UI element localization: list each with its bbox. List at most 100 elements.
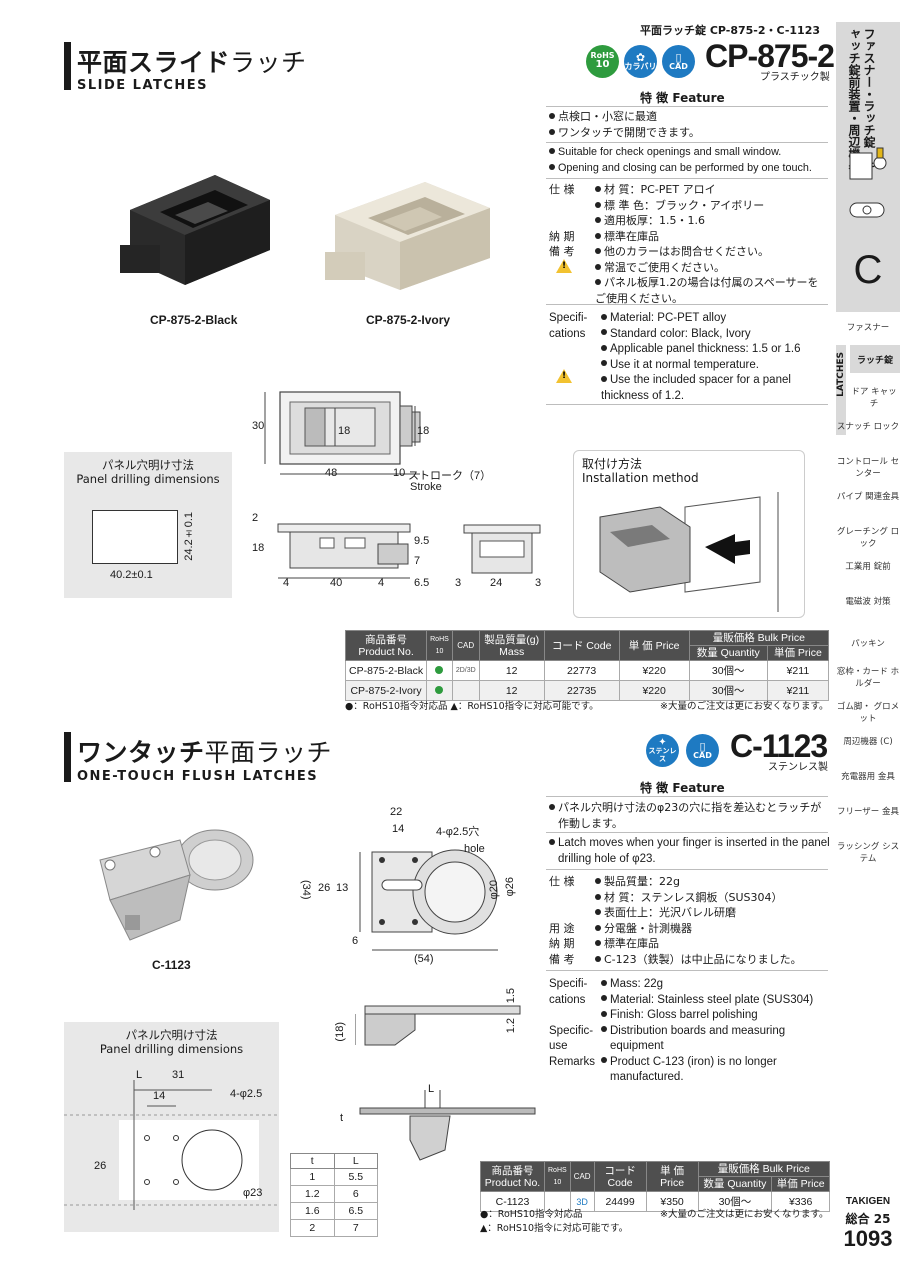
dim-stroke-jp: ストローク（7）	[408, 470, 492, 482]
section1-title-light: ラッチ	[230, 48, 307, 77]
th-unit-price-2: 単価 Price	[771, 1176, 830, 1192]
th-quantity: 数量 Quantity	[688, 645, 768, 661]
cad-badge-2: ▯CAD	[686, 734, 719, 767]
photo-caption-c1123: C-1123	[152, 958, 191, 972]
section1-title-bold: 平面スライド	[77, 48, 231, 77]
karabari-badge: ✿カラバリ	[624, 45, 657, 78]
dim-4a: 4	[283, 577, 290, 589]
stainless-badge-label: ステンレス	[648, 747, 677, 763]
dim-18c: 18	[252, 542, 265, 554]
section2-title-en: ONE-TOUCH FLUSH LATCHES	[77, 769, 319, 784]
sidebar-item-charger[interactable]: 充電器用 金具	[841, 772, 895, 782]
section1-note-left: ●：RoHS10指令対応品 ▲：RoHS10指令に対応可能です。	[345, 701, 599, 712]
rohs-badge-label: RoHS	[590, 51, 615, 61]
sidebar-item-door-catch[interactable]: ドア キャッチ	[851, 387, 897, 409]
th-cad: CAD	[451, 630, 480, 661]
palette-icon: ✿	[635, 50, 646, 64]
dim-6-5: 6.5	[414, 577, 430, 589]
document-icon: ▯	[675, 50, 682, 64]
panel2-dim-phi23: φ23	[243, 1187, 263, 1199]
sidebar-item-grating-lock[interactable]: グレーチング ロック	[836, 527, 900, 549]
c1123-top-view	[359, 849, 498, 951]
sidebar-item-packing[interactable]: パッキン	[851, 639, 885, 649]
feature-jp-item: ワンタッチで開閉できます。	[549, 125, 831, 141]
panel2-dim-14: 14	[153, 1090, 166, 1102]
panel-drilling-title-en: Panel drilling dimensions	[76, 472, 220, 486]
section1-feature-heading: 特 徴 Feature	[640, 91, 725, 105]
sidebar-brand: TAKIGEN	[845, 1196, 891, 1207]
th-bulk-price-2: 量販価格 Bulk Price	[697, 1161, 831, 1177]
panel-dim-h: 24.2±0.1	[183, 512, 195, 561]
warning-icon: !	[556, 369, 572, 383]
dim-l: L	[428, 1083, 435, 1095]
sidebar-item-window-card[interactable]: 窓枠・カード ホルダー	[836, 667, 900, 689]
sidebar-item-control-center[interactable]: コントロール センター	[836, 457, 900, 479]
feature-en-item: Suitable for check openings and small wi…	[549, 145, 834, 161]
section2-note-left2: ▲：RoHS10指令に対応可能です。	[480, 1223, 629, 1234]
section2-specs-jp: 仕 様製品質量：22g 材 質：ステンレス鋼板（SUS304） 表面仕上：光沢バ…	[549, 875, 802, 966]
panel2-dim-26: 26	[94, 1160, 107, 1172]
dim-13: 13	[336, 882, 349, 894]
dim-26: 26	[318, 882, 331, 894]
divider	[546, 178, 828, 179]
sidebar-item-pipe[interactable]: パイプ 関連金具	[836, 492, 900, 502]
section2-title-bold: ワンタッチ	[77, 738, 205, 767]
dim-t: t	[340, 1112, 344, 1124]
sidebar-item-industrial-lock[interactable]: 工業用 錠前	[845, 562, 891, 572]
divider	[546, 106, 828, 107]
dim-1-2: 1.2	[505, 1018, 517, 1034]
photo-caption-ivory: CP-875-2-Ivory	[366, 313, 451, 327]
dim-hole-en: hole	[464, 843, 485, 855]
installation-title: 取付け方法 Installation method	[582, 457, 699, 485]
dim-stroke-en: Stroke	[410, 481, 442, 493]
installation-title-en: Installation method	[582, 471, 699, 485]
dim-6: 6	[352, 935, 359, 947]
product-photo-black	[120, 175, 270, 285]
th-product-no: 商品番号 Product No.	[344, 630, 428, 661]
table-row: CP-875-2-Black 2D/3D 12 22773 ¥220 30個〜 …	[344, 660, 830, 681]
cad-badge: ▯CAD	[662, 45, 695, 78]
c1123-side-view	[355, 1005, 521, 1046]
section1-title-bar	[64, 42, 71, 90]
section2-model-sub: ステンレス製	[768, 762, 828, 773]
panel-cutout-rect	[92, 510, 178, 564]
dim-18: (18)	[334, 1022, 346, 1042]
panel2-dim-hole: 4-φ2.5	[230, 1088, 263, 1100]
divider	[546, 142, 828, 143]
sidebar-item-rubber-feet[interactable]: ゴム脚・ グロメット	[836, 702, 900, 724]
product-photo-ivory	[325, 182, 490, 290]
divider	[546, 304, 828, 305]
dim-7: 7	[414, 555, 421, 567]
section2-note-right: ※大量のご注文は更にお安くなります。	[660, 1209, 829, 1220]
panel-drilling-title-2-en: Panel drilling dimensions	[99, 1042, 244, 1056]
sidebar-main-title: ファスナー・ラッチ錠・キャッチ錠前装置・周辺機器	[847, 28, 876, 172]
sidebar-item-lashing[interactable]: ラッシング システム	[836, 842, 900, 864]
sidebar-item-latch-active[interactable]: ラッチ錠	[850, 345, 900, 373]
th-code-2: コード Code	[593, 1161, 647, 1192]
dim-40: 40	[330, 577, 343, 589]
section2-feature-en: Latch moves when your finger is inserted…	[549, 836, 831, 867]
installation-illustration	[599, 492, 779, 612]
stainless-badge: ✦ステンレス	[646, 734, 679, 767]
sidebar-item-snatch-lock[interactable]: スナッチ ロック	[836, 422, 900, 432]
sidebar-item-emi[interactable]: 電磁波 対策	[845, 597, 891, 607]
panel-dim-w: 40.2±0.1	[110, 569, 153, 581]
sidebar-item-peripheral[interactable]: 周辺機器 (C)	[843, 737, 893, 747]
dim-54: (54)	[414, 953, 434, 965]
panel-drilling-drawing-2	[64, 1080, 279, 1210]
feature-jp-item: 点検口・小窓に最適	[549, 109, 831, 125]
th-quantity-2: 数量 Quantity	[697, 1176, 773, 1192]
panel-drilling-title-2-jp: パネル穴明け寸法	[125, 1028, 218, 1042]
header-top-label: 平面ラッチ錠 CP-875-2・C-1123	[640, 24, 821, 37]
dim-phi26: φ26	[504, 877, 516, 897]
sidebar-item-fastener[interactable]: ファスナー	[846, 323, 890, 333]
section1-model-sub: プラスチック製	[760, 72, 830, 83]
section1-note-right: ※大量のご注文は更にお安くなります。	[660, 701, 829, 712]
th-rohs: RoHS 10	[426, 630, 453, 661]
photo-caption-black: CP-875-2-Black	[150, 313, 238, 327]
sidebar-item-freezer[interactable]: フリーザー 金具	[836, 807, 900, 817]
